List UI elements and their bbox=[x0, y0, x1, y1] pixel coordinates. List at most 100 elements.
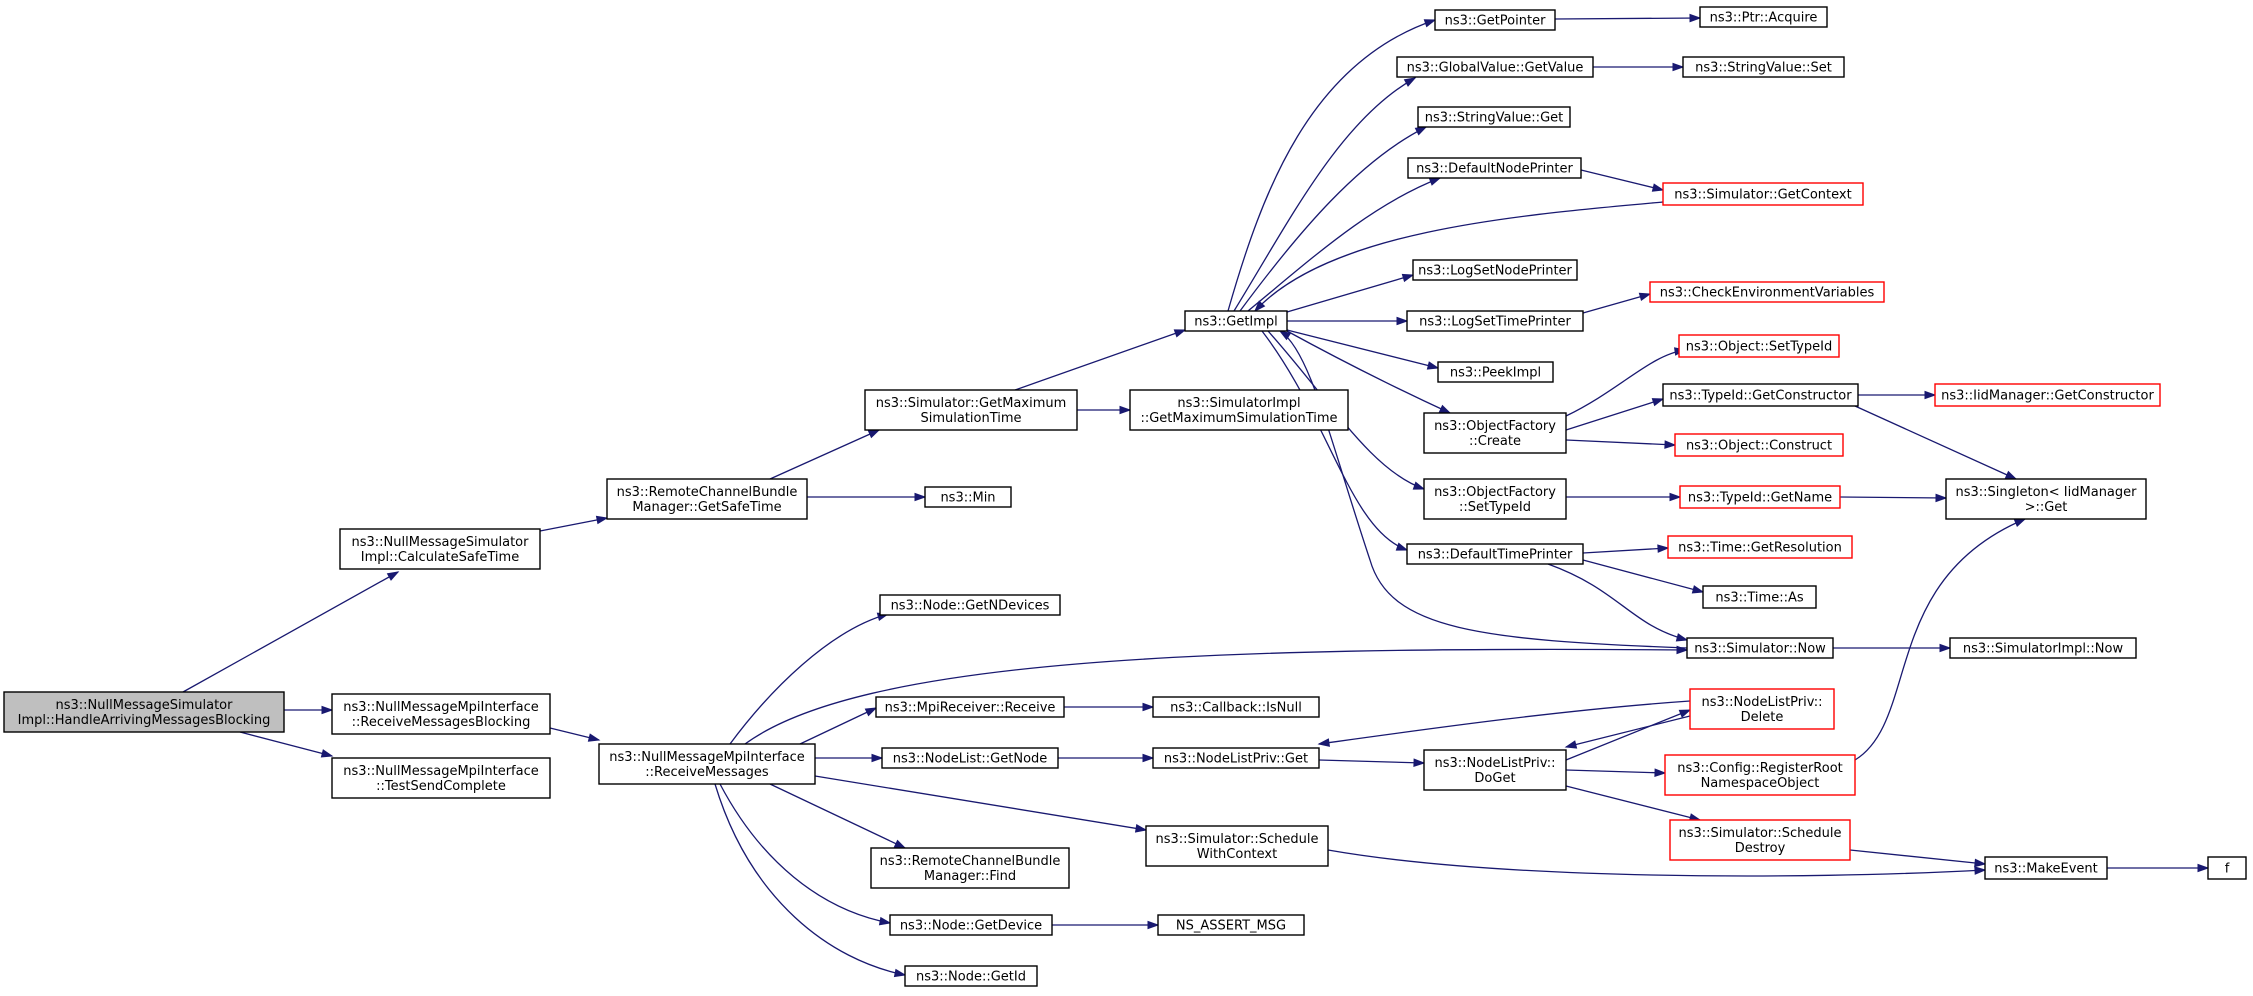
node-box bbox=[1934, 383, 2161, 407]
edge-arrowhead bbox=[1657, 544, 1670, 553]
node-getImpl[interactable]: ns3::GetImpl bbox=[1184, 310, 1288, 332]
node-label: ns3::Object::Construct bbox=[1686, 439, 1832, 454]
node-simGetContext[interactable]: ns3::Simulator::GetContext bbox=[1662, 182, 1864, 206]
edge-getImpl-to-logSetTime bbox=[1287, 316, 1409, 326]
edge-arrowhead bbox=[1691, 585, 1705, 594]
node-box bbox=[598, 743, 816, 785]
node-box bbox=[339, 528, 541, 570]
node-box bbox=[1679, 485, 1841, 509]
edge-mpiRecvBlocking-to-mpiRecvMsgs bbox=[549, 727, 601, 742]
node-nsAssertMsg[interactable]: NS_ASSERT_MSG bbox=[1157, 914, 1305, 936]
node-cbIsNull[interactable]: ns3::Callback::IsNull bbox=[1152, 696, 1320, 718]
node-box bbox=[1686, 637, 1834, 659]
edge-line bbox=[1267, 330, 1425, 490]
node-timeGetRes[interactable]: ns3::Time::GetResolution bbox=[1667, 535, 1853, 559]
node-label: SimulationTime bbox=[920, 411, 1021, 426]
node-peekImpl[interactable]: ns3::PeekImpl bbox=[1437, 361, 1554, 383]
node-defTimePrinter[interactable]: ns3::DefaultTimePrinter bbox=[1406, 543, 1584, 565]
node-label: ::GetMaximumSimulationTime bbox=[1140, 411, 1337, 426]
node-simImplNow[interactable]: ns3::SimulatorImpl::Now bbox=[1949, 637, 2137, 659]
node-simNow[interactable]: ns3::Simulator::Now bbox=[1686, 637, 1834, 659]
edge-simNow-to-getImpl bbox=[1278, 330, 1688, 649]
node-label: Manager::GetSafeTime bbox=[632, 500, 781, 515]
node-simImplGetMax[interactable]: ns3::SimulatorImpl::GetMaximumSimulation… bbox=[1129, 389, 1349, 431]
node-label: NS_ASSERT_MSG bbox=[1176, 919, 1286, 934]
node-mpiTestSend[interactable]: ns3::NullMessageMpiInterface::TestSendCo… bbox=[331, 757, 551, 799]
edge-line bbox=[1565, 785, 1701, 821]
node-gvGetValue[interactable]: ns3::GlobalValue::GetValue bbox=[1396, 56, 1594, 78]
node-box bbox=[1689, 688, 1835, 730]
node-checkEnv[interactable]: ns3::CheckEnvironmentVariables bbox=[1649, 281, 1885, 303]
node-svSet[interactable]: ns3::StringValue::Set bbox=[1682, 56, 1845, 78]
edge-line bbox=[1854, 518, 2026, 761]
node-tidGetCtor[interactable]: ns3::TypeId::GetConstructor bbox=[1662, 383, 1859, 407]
edge-arrowhead bbox=[1423, 19, 1437, 28]
edge-mpiRecvMsgs-to-nodeGetDevice bbox=[719, 783, 892, 926]
edge-arrowhead bbox=[1253, 300, 1266, 313]
node-box bbox=[1434, 9, 1556, 31]
node-nodeListGetNode[interactable]: ns3::NodeList::GetNode bbox=[881, 747, 1059, 769]
node-ofCreate[interactable]: ns3::ObjectFactory::Create bbox=[1423, 412, 1567, 454]
node-label: ns3::StringValue::Get bbox=[1425, 111, 1563, 126]
node-simGetMax[interactable]: ns3::Simulator::GetMaximumSimulationTime bbox=[864, 389, 1078, 431]
node-tidGetName[interactable]: ns3::TypeId::GetName bbox=[1679, 485, 1841, 509]
node-label: ::TestSendComplete bbox=[376, 779, 506, 794]
node-label: ns3::NullMessageMpiInterface bbox=[343, 700, 539, 715]
node-mpiRecvMsgs[interactable]: ns3::NullMessageMpiInterface::ReceiveMes… bbox=[598, 743, 816, 785]
edge-arrowhead bbox=[1664, 440, 1677, 449]
node-label: ns3::TypeId::GetName bbox=[1688, 491, 1832, 506]
edge-line bbox=[1565, 709, 1691, 761]
node-box bbox=[1423, 478, 1567, 520]
node-label: f bbox=[2225, 862, 2230, 877]
edge-line bbox=[1582, 559, 1704, 593]
node-logSetTime[interactable]: ns3::LogSetTimePrinter bbox=[1406, 310, 1584, 332]
node-mpiRecvBlocking[interactable]: ns3::NullMessageMpiInterface::ReceiveMes… bbox=[331, 693, 551, 735]
node-defNodePrinter[interactable]: ns3::DefaultNodePrinter bbox=[1407, 157, 1582, 179]
node-label: ns3::ObjectFactory bbox=[1434, 419, 1556, 434]
node-box bbox=[1406, 543, 1584, 565]
node-nlpDoGet[interactable]: ns3::NodeListPriv::DoGet bbox=[1423, 749, 1567, 791]
node-logSetNode[interactable]: ns3::LogSetNodePrinter bbox=[1412, 259, 1578, 281]
node-makeEvent[interactable]: ns3::MakeEvent bbox=[1984, 856, 2108, 880]
node-ofSetTypeId[interactable]: ns3::ObjectFactory::SetTypeId bbox=[1423, 478, 1567, 520]
node-singletonGet[interactable]: ns3::Singleton< IidManager>::Get bbox=[1945, 478, 2147, 520]
node-iidGetCtor[interactable]: ns3::IidManager::GetConstructor bbox=[1934, 383, 2161, 407]
node-label: ns3::NodeList::GetNode bbox=[893, 752, 1048, 767]
edge-defNodePrinter-to-simGetContext bbox=[1580, 169, 1665, 192]
edge-arrowhead bbox=[1438, 404, 1452, 414]
node-objConstruct[interactable]: ns3::Object::Construct bbox=[1674, 433, 1844, 457]
node-svGet[interactable]: ns3::StringValue::Get bbox=[1417, 106, 1571, 128]
node-ptrAcquire[interactable]: ns3::Ptr::Acquire bbox=[1699, 6, 1828, 28]
node-min[interactable]: ns3::Min bbox=[924, 486, 1012, 508]
edge-mpiRecvMsgs-to-nodeGetNDev bbox=[729, 612, 890, 745]
node-label: ns3::Node::GetNDevices bbox=[891, 599, 1050, 614]
edge-arrowhead bbox=[1173, 329, 1187, 338]
edge-tidGetCtor-to-iidGetCtor bbox=[1858, 390, 1937, 400]
edge-arrowhead bbox=[1672, 62, 1685, 72]
node-label: Manager::Find bbox=[924, 869, 1016, 884]
edge-arrowhead bbox=[1675, 633, 1689, 642]
node-rcbSafe[interactable]: ns3::RemoteChannelBundleManager::GetSafe… bbox=[606, 478, 808, 520]
node-calcSafe[interactable]: ns3::NullMessageSimulatorImpl::Calculate… bbox=[339, 528, 541, 570]
node-mpiReceiverRecv[interactable]: ns3::MpiReceiver::Receive bbox=[875, 696, 1065, 718]
node-box bbox=[1407, 157, 1582, 179]
node-objSetTypeId[interactable]: ns3::Object::SetTypeId bbox=[1678, 334, 1840, 358]
node-nodeGetId[interactable]: ns3::Node::GetId bbox=[904, 965, 1038, 987]
edge-arrowhead bbox=[1134, 824, 1148, 833]
edge-nlpDelete-to-nlpDoGet bbox=[1564, 715, 1691, 749]
node-box bbox=[924, 486, 1012, 508]
node-timeAs[interactable]: ns3::Time::As bbox=[1702, 585, 1817, 609]
node-getPointer[interactable]: ns3::GetPointer bbox=[1434, 9, 1556, 31]
node-nlpGet[interactable]: ns3::NodeListPriv::Get bbox=[1152, 747, 1320, 769]
node-nodeGetDevice[interactable]: ns3::Node::GetDevice bbox=[889, 914, 1053, 936]
node-box bbox=[1152, 696, 1320, 718]
edge-arrowhead bbox=[1119, 405, 1132, 415]
node-nodeGetNDev[interactable]: ns3::Node::GetNDevices bbox=[879, 594, 1061, 616]
edge-arrowhead bbox=[1401, 273, 1415, 283]
node-f[interactable]: f bbox=[2207, 856, 2247, 880]
node-nlpDelete[interactable]: ns3::NodeListPriv::Delete bbox=[1689, 688, 1835, 730]
